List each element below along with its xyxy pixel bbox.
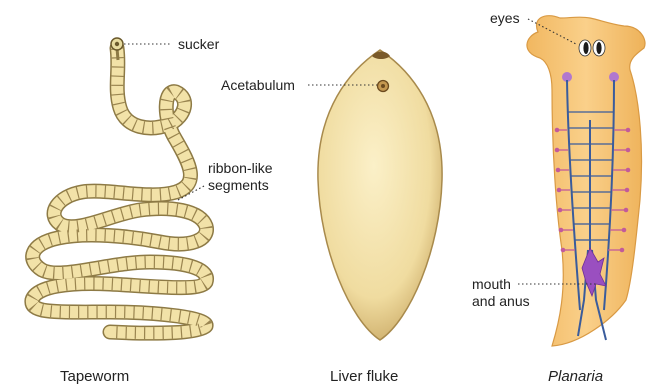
mouth-label-line1: mouth [472,276,530,293]
ribbon-label-line1: ribbon-like [208,160,273,177]
mouth-anus-label: mouth and anus [472,276,530,310]
tapeworm-illustration [32,38,207,333]
mouth-label-line2: and anus [472,293,530,310]
eyes-label: eyes [490,10,520,27]
caption-liver-fluke: Liver fluke [330,368,398,385]
planaria-illustration [527,16,645,346]
liver-fluke-illustration [318,50,442,340]
ribbon-segments-label: ribbon-like segments [208,160,273,194]
caption-planaria: Planaria [548,368,603,385]
sucker-label: sucker [178,36,219,53]
caption-tapeworm: Tapeworm [60,368,129,385]
ribbon-label-line2: segments [208,177,273,194]
acetabulum-label: Acetabulum [221,77,295,94]
